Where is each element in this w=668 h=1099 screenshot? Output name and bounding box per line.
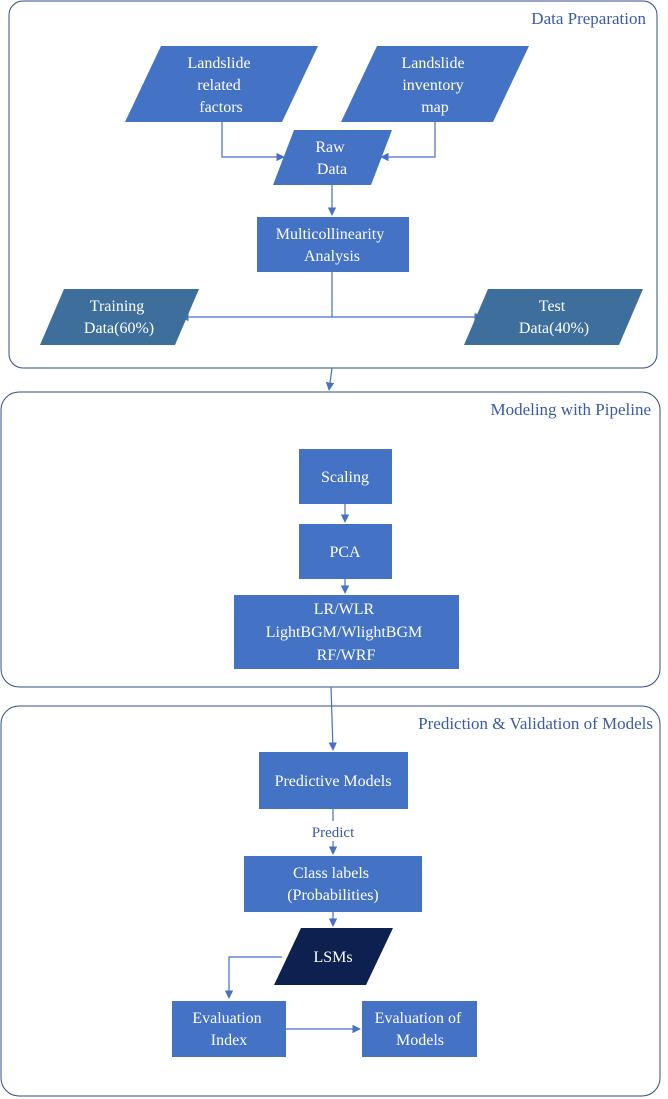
svg-text:Test Data(40%): Test Data(40%) (519, 298, 589, 337)
svg-text:Class labels (Probabilit: Class labels (Probabilities) (287, 865, 379, 904)
node-models: LR/WLR LightBGM/WlightBGM RF/WRF (234, 595, 459, 669)
node-scaling: Scaling (299, 449, 392, 504)
node-class-labels: Class labels (Probabilities) (244, 856, 422, 912)
svg-text:LSMs: LSMs (313, 949, 352, 966)
svg-text:Landslide related: Landslide related factors (187, 55, 254, 116)
svg-text:Multicollinearity Analys: Multicollinearity Analysis (276, 226, 388, 265)
node-test-data: Test Data(40%) (464, 289, 643, 345)
svg-text:Predictive Models: Predictive Models (275, 773, 392, 790)
edge-factors-to-raw (221, 122, 285, 162)
edge-label-predict: Predict (312, 825, 355, 841)
edge-inventory-to-raw (380, 122, 436, 162)
panel-modeling (0, 391, 661, 688)
node-multicollinearity: Multicollinearity Analysis (257, 217, 409, 272)
svg-text:Evaluation of Models: Evaluation of Models (375, 1010, 466, 1049)
node-evaluation-models: Evaluation of Models (362, 1001, 477, 1057)
edge-modeling-to-prediction (328, 686, 337, 751)
edge-prep-to-modeling (325, 367, 335, 391)
svg-text:Landslide inventory: Landslide inventory map (401, 55, 468, 116)
svg-text:Training Data(60%): Training Data(60%) (84, 298, 154, 337)
panel-prediction (0, 705, 661, 1097)
node-landslide-factors: Landslide related factors (125, 46, 318, 122)
node-predictive-models: Predictive Models (259, 752, 408, 809)
edge-lsms-to-eval-index (224, 956, 282, 999)
node-lsms: LSMs (274, 928, 393, 985)
node-pca: PCA (299, 524, 392, 579)
svg-text:LR/WLR LightBGM/WlightBG: LR/WLR LightBGM/WlightBGM RF/WRF (266, 601, 426, 664)
panel-title-modeling: Modeling with Pipeline (490, 400, 651, 419)
svg-text:Evaluation Index: Evaluation Index (192, 1010, 265, 1049)
panel-title-prediction: Prediction & Validation of Models (418, 714, 653, 733)
node-landslide-inventory: Landslide inventory map (341, 46, 529, 122)
svg-text:Scaling: Scaling (321, 469, 369, 486)
node-evaluation-index: Evaluation Index (172, 1001, 286, 1057)
node-raw-data: Raw Data (273, 130, 392, 185)
panel-data-preparation (8, 0, 658, 369)
svg-text:Raw Data: Raw Data (315, 139, 348, 178)
node-training-data: Training Data(60%) (40, 289, 199, 345)
svg-text:PCA: PCA (329, 544, 361, 561)
panel-title-data-preparation: Data Preparation (531, 9, 646, 28)
